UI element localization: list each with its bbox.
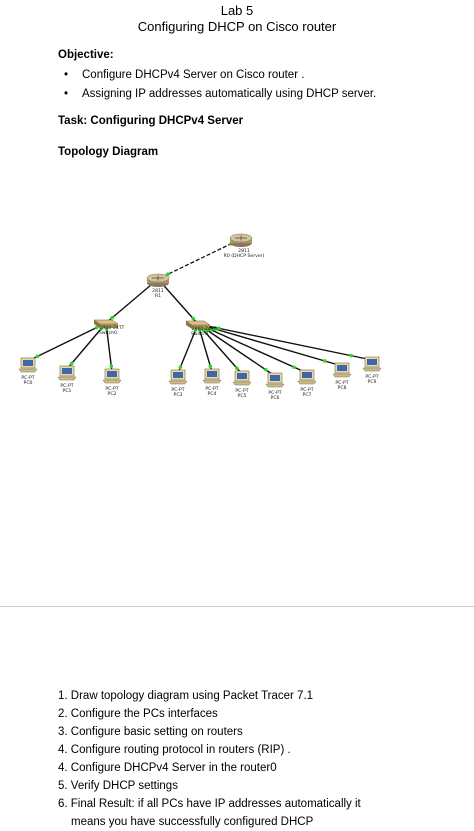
ethernet-link [197, 323, 373, 361]
router-icon [146, 273, 170, 288]
link-status-light [263, 367, 268, 372]
serial-link [157, 238, 242, 280]
ethernet-link [157, 278, 199, 325]
link-status-light [110, 315, 115, 320]
pc-icon [362, 356, 382, 372]
link-status-light [35, 354, 40, 359]
pc-icon [18, 357, 38, 373]
router-name-label: R1 [155, 293, 161, 299]
link-status-light [349, 353, 353, 358]
ethernet-link [197, 323, 213, 373]
steps-list: 1. Draw topology diagram using Packet Tr… [58, 687, 361, 831]
page-title: Configuring DHCP on Cisco router [137, 19, 337, 34]
pc-name-label: PC4 [208, 391, 217, 397]
pc-name-label: PC5 [238, 393, 247, 399]
pc-icon [265, 372, 285, 388]
pc-type-label: PC-PT [268, 390, 281, 396]
ethernet-link [177, 323, 199, 374]
link-status-light [205, 328, 210, 333]
link-status-light [322, 359, 327, 363]
pc-name-label: PC6 [271, 395, 280, 401]
pc-name-label: PC0 [24, 380, 33, 386]
link-status-light [166, 272, 170, 276]
router-model-label: 2811 [238, 248, 250, 254]
step-item: 1. Draw topology diagram using Packet Tr… [58, 690, 314, 702]
link-status-light [94, 325, 99, 330]
objective-item: Assigning IP addresses automatically usi… [64, 85, 376, 104]
step-item: 2. Configure the PCs interfaces [58, 708, 218, 720]
objective-item: Configure DHCPv4 Server on Cisco router … [64, 66, 376, 85]
pc-name-label: PC2 [108, 391, 117, 397]
pc-name-label: PC9 [368, 379, 377, 385]
pc-type-label: PC-PT [300, 387, 313, 393]
ethernet-link [197, 323, 343, 367]
switch-model-label: 2960-24TT [100, 325, 125, 331]
ethernet-link [105, 278, 159, 324]
switch-name-label: Switch1 [191, 331, 209, 337]
pc-type-label: PC-PT [60, 383, 73, 389]
pc-type-label: PC-PT [171, 387, 184, 393]
objective-list: Configure DHCPv4 Server on Cisco router … [64, 66, 376, 104]
pc-type-label: PC-PT [21, 375, 34, 381]
step-item: 6. Final Result: if all PCs have IP addr… [58, 798, 361, 810]
pc-icon [297, 369, 317, 385]
pc-name-label: PC8 [338, 385, 347, 391]
pc-name-label: PC1 [63, 388, 72, 394]
link-status-light [178, 365, 183, 369]
link-status-light [69, 361, 74, 366]
objective-heading: Objective: [58, 49, 114, 61]
step-item: 3. Configure basic setting on routers [58, 726, 243, 738]
pc-icon [168, 369, 188, 385]
link-status-light [191, 316, 195, 321]
topology-heading: Topology Diagram [58, 146, 159, 158]
ethernet-link [27, 322, 107, 362]
link-status-light [201, 328, 206, 332]
step-item: 5. Verify DHCP settings [58, 780, 178, 792]
switch-model-label: 2960-24TT [192, 326, 217, 332]
ethernet-link [197, 323, 276, 377]
link-status-light [109, 364, 114, 368]
task-heading: Task: Configuring DHCPv4 Server [58, 115, 244, 127]
router-name-label: R0 (DHCP Server) [224, 253, 265, 259]
pc-icon [102, 368, 122, 384]
link-status-light [234, 366, 239, 370]
pc-name-label: PC7 [303, 392, 312, 398]
ethernet-link [197, 323, 308, 374]
pc-name-label: PC3 [174, 392, 183, 398]
router-model-label: 2811 [152, 288, 164, 294]
ethernet-link [197, 323, 243, 375]
link-status-light [208, 364, 213, 369]
pc-type-label: PC-PT [235, 388, 248, 394]
pc-type-label: PC-PT [205, 386, 218, 392]
ethernet-link [66, 322, 107, 370]
step-item: means you have successfully configured D… [71, 816, 314, 828]
pc-icon [57, 365, 77, 381]
ethernet-link [105, 322, 113, 373]
pc-type-label: PC-PT [105, 386, 118, 392]
pc-icon [202, 368, 222, 384]
link-status-light [209, 328, 213, 332]
pc-type-label: PC-PT [365, 374, 378, 380]
page-divider [0, 606, 474, 607]
pc-type-label: PC-PT [335, 380, 348, 386]
pc-icon [232, 370, 252, 386]
link-status-light [292, 365, 296, 369]
switch-name-label: Switch0 [99, 330, 117, 336]
step-item: 4. Configure DHCPv4 Server in the router… [58, 762, 277, 774]
pc-icon [332, 362, 352, 378]
link-status-light [217, 326, 221, 331]
router-icon [229, 233, 253, 248]
step-item: 4. Configure routing protocol in routers… [58, 744, 291, 756]
lab-number: Lab 5 [220, 3, 254, 18]
